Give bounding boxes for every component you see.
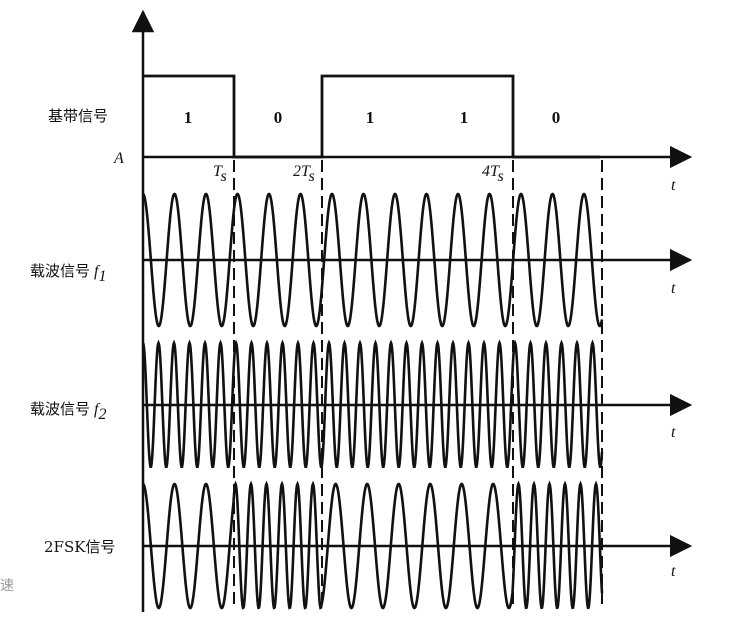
bit-label: 0 [274, 108, 283, 127]
bit-label: 1 [366, 108, 375, 127]
tick-label: 2Ts [293, 163, 315, 185]
bit-label: 0 [552, 108, 561, 127]
axis-t-label: t [671, 177, 676, 194]
bit-label: 1 [184, 108, 193, 127]
axis-t-label: t [671, 424, 676, 441]
baseband-label: 基带信号 [48, 107, 108, 125]
bit-label: 1 [460, 108, 469, 127]
carrier2-waveform [141, 339, 604, 468]
tick-label: Ts [213, 163, 227, 185]
fsk-waveform [142, 480, 604, 610]
watermark-fragment: 速 [0, 578, 14, 594]
axis-t-label: t [671, 563, 676, 580]
baseband-square-wave [143, 74, 600, 159]
fsk-label: 2FSK信号 [44, 538, 115, 556]
carrier1-waveform [142, 192, 604, 328]
tick-label: 4Ts [482, 163, 504, 185]
amplitude-label: A [113, 150, 124, 167]
axis-t-label: t [671, 280, 676, 297]
